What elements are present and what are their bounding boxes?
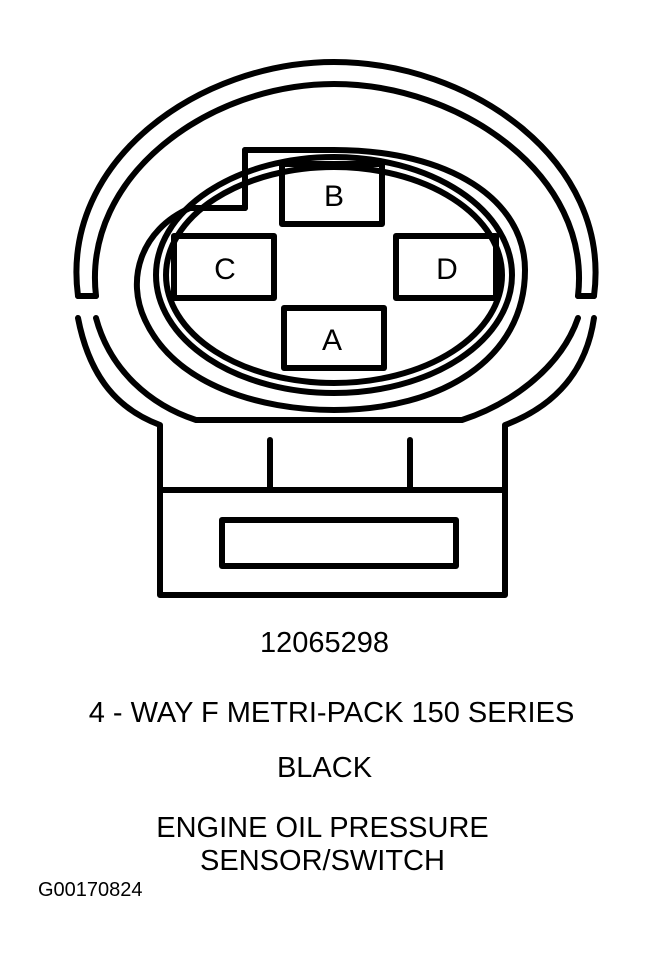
pin-cavity-c: C — [171, 233, 277, 301]
connector-base-block — [157, 487, 508, 598]
pin-label-b: B — [324, 180, 344, 213]
pin-cavity-b: B — [279, 161, 385, 227]
connector-series: 4 - WAY F METRI-PACK 150 SERIES — [88, 697, 575, 729]
mating-face-outer-ellipse — [133, 147, 528, 413]
pin-label-a: A — [322, 324, 342, 357]
pin-label-d: D — [436, 253, 458, 286]
component-description-line1: ENGINE OIL PRESSURE — [156, 812, 489, 844]
housing-outer-lower-shroud-inner — [93, 315, 581, 423]
connector-color: BLACK — [276, 752, 373, 784]
pin-cavity-a: A — [281, 305, 387, 371]
pin-cavity-d: D — [393, 233, 499, 301]
connector-base-slot — [219, 517, 459, 569]
housing-outer-upper-arc — [73, 59, 599, 299]
component-description-line2: SENSOR/SWITCH — [200, 845, 445, 877]
mating-face-middle-ellipse — [153, 154, 515, 396]
part-number: 12065298 — [259, 627, 390, 659]
figure-id: G00170824 — [38, 879, 143, 901]
pin-label-c: C — [214, 253, 236, 286]
housing-outer-upper-arc-inner — [91, 81, 583, 299]
connector-diagram: B C D A — [73, 59, 599, 598]
